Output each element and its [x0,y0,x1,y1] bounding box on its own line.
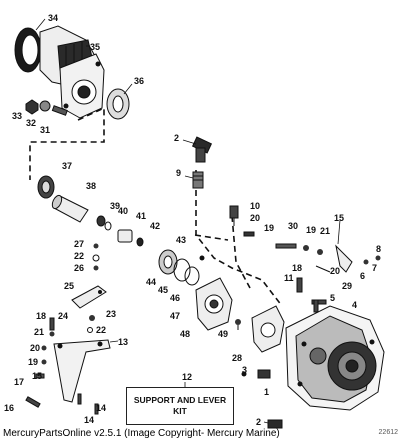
callout-36: 36 [134,76,144,86]
callout-20-a: 20 [250,213,260,223]
callout-40: 40 [118,206,128,216]
callout-8: 8 [376,244,381,254]
callout-30: 30 [288,221,298,231]
callout-2-bottom: 2 [256,417,261,427]
part-35-bell-housing [39,25,105,119]
part-2-elbow-fitting [182,136,213,163]
callout-22-b: 22 [96,325,106,335]
callout-23: 23 [106,309,116,319]
kit-box-line-1: SUPPORT AND LEVER [133,395,227,405]
part-38-shaft [51,194,89,223]
callout-43: 43 [176,235,186,245]
callout-39: 39 [110,201,120,211]
parts-18-24-fasteners [49,315,95,337]
assembly-guide-lines [29,106,283,307]
callout-28: 28 [232,353,242,363]
callout-6: 6 [360,271,365,281]
callout-45: 45 [158,285,168,295]
callout-5: 5 [330,293,335,303]
callout-34: 34 [48,13,58,23]
parts-19-30-linkage [243,219,381,273]
parts-15-20-fasteners [25,345,47,408]
parts-43-48-rings-gaskets [158,249,233,331]
callout-9: 9 [176,168,181,178]
callout-29: 29 [342,281,352,291]
callout-21-b: 21 [34,327,44,337]
callout-labels: 34 35 36 33 32 31 2 9 37 38 39 40 41 42 … [4,13,381,427]
part-36-bearing [106,83,133,120]
callout-19-c: 19 [28,357,38,367]
callout-14-a: 14 [96,403,106,413]
drawing-code: 22612 [378,429,398,436]
parts-11-18-bolts [296,277,327,305]
parts-3-28-sensor [241,369,271,379]
parts-4-5-plate [251,299,319,353]
part-9-bushing [184,171,204,189]
parts-39-42-rings [96,215,144,247]
callout-41: 41 [136,211,146,221]
callout-42: 42 [150,221,160,231]
parts-31-33-fasteners [25,99,68,116]
part-25-support-bracket [71,285,107,309]
callout-15-a: 15 [334,213,344,223]
part-49-fitting [235,319,241,330]
parts-22-27-fasteners [92,243,100,271]
callout-48: 48 [180,329,190,339]
callout-46: 46 [170,293,180,303]
callout-26: 26 [74,263,84,273]
callout-27: 27 [74,239,84,249]
callout-4: 4 [352,300,357,310]
callout-10: 10 [250,201,260,211]
callout-18-b: 18 [36,311,46,321]
callout-31: 31 [40,125,50,135]
copyright-footer: MercuryPartsOnline v2.5.1 (Image Copyrig… [3,428,280,439]
callout-38: 38 [86,181,96,191]
callout-16: 16 [4,403,14,413]
part-14-screws [77,393,99,415]
callout-12: 12 [182,372,192,382]
callout-11: 11 [284,273,294,283]
callout-44: 44 [146,277,156,287]
kit-box-line-2: KIT [173,406,187,416]
callout-3: 3 [242,365,247,375]
part-10-sender [229,205,239,226]
callout-37: 37 [62,161,72,171]
callout-22-a: 22 [74,251,84,261]
callout-1: 1 [264,387,269,397]
callout-19-a: 19 [264,223,274,233]
part-13-lever-arm [53,339,119,403]
callout-20-c: 20 [30,343,40,353]
callout-15-b: 15 [32,371,42,381]
callout-2-top: 2 [174,133,179,143]
callout-21-a: 21 [320,226,330,236]
callout-13: 13 [118,337,128,347]
support-lever-kit-box: SUPPORT AND LEVER KIT [126,387,234,425]
callout-24: 24 [58,311,68,321]
part-1-gear-case [285,305,385,411]
part-37-bearing [37,175,55,199]
callout-19-b: 19 [306,225,316,235]
callout-47: 47 [170,311,180,321]
callout-49: 49 [218,329,228,339]
callout-18-a: 18 [292,263,302,273]
callout-35: 35 [90,42,100,52]
callout-17: 17 [14,377,24,387]
callout-25: 25 [64,281,74,291]
callout-7: 7 [372,263,377,273]
part-2-bottom-elbow [263,419,283,429]
callout-20-b: 20 [330,266,340,276]
callout-14-b: 14 [84,415,94,425]
callout-32: 32 [26,118,36,128]
callout-33: 33 [12,111,22,121]
